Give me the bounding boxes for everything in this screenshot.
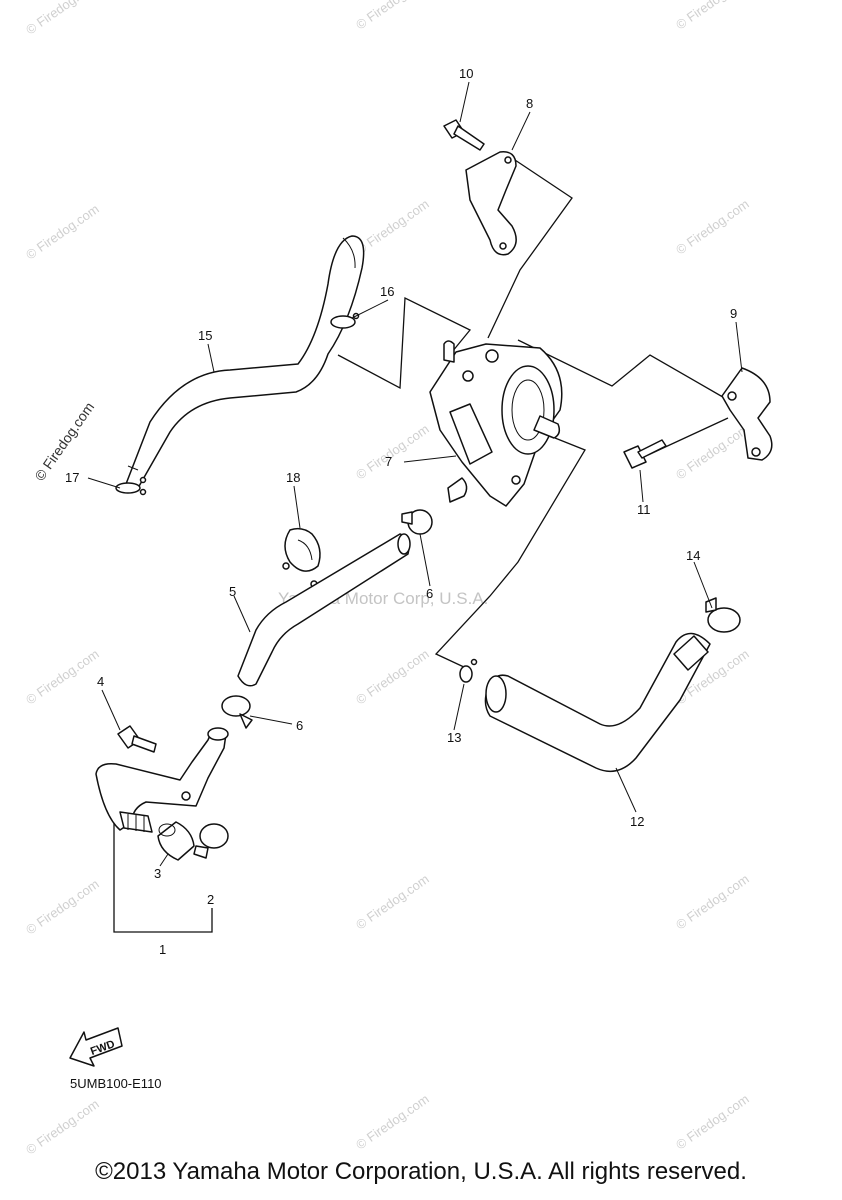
callout-11: 11 bbox=[637, 502, 651, 517]
watermark: © Firedog.com bbox=[353, 421, 432, 482]
part-13-clip[interactable] bbox=[459, 658, 478, 683]
watermark: © Firedog.com bbox=[353, 646, 432, 707]
watermark: © Firedog.com bbox=[23, 0, 102, 37]
callout-3: 3 bbox=[154, 866, 161, 881]
part-11-bolt[interactable] bbox=[623, 439, 667, 469]
callout-2: 2 bbox=[207, 892, 214, 907]
watermark: © Firedog.com bbox=[673, 421, 752, 482]
watermark: © Firedog.com bbox=[673, 0, 752, 32]
part-16-clamp[interactable] bbox=[330, 312, 360, 329]
part-12-hose[interactable] bbox=[484, 632, 711, 773]
watermark: © Firedog.com bbox=[353, 0, 432, 32]
callout-6-upper: 6 bbox=[426, 586, 433, 601]
part-18-clip[interactable] bbox=[282, 527, 321, 588]
watermark: © Firedog.com bbox=[673, 871, 752, 932]
watermark: © Firedog.com bbox=[23, 646, 102, 707]
assembly-lines bbox=[113, 159, 729, 933]
part-9-bracket[interactable] bbox=[721, 367, 773, 461]
part-17-clamp[interactable] bbox=[115, 476, 147, 496]
callout-12: 12 bbox=[630, 814, 644, 829]
callout-10: 10 bbox=[459, 66, 473, 81]
fwd-arrow-icon: FWD bbox=[69, 1027, 123, 1067]
part-1-pipe-assembly[interactable] bbox=[95, 727, 229, 833]
callout-18: 18 bbox=[286, 470, 300, 485]
callout-13: 13 bbox=[447, 730, 461, 745]
footer-copyright: ©2013 Yamaha Motor Corporation, U.S.A. A… bbox=[95, 1158, 747, 1185]
part-10-bolt[interactable] bbox=[443, 119, 485, 151]
callout-15: 15 bbox=[198, 328, 212, 343]
callout-14: 14 bbox=[686, 548, 700, 563]
part-6-clamp-upper[interactable] bbox=[401, 509, 433, 535]
part-7-valve[interactable] bbox=[429, 340, 563, 507]
watermark: © Firedog.com bbox=[673, 1091, 752, 1152]
callout-8: 8 bbox=[526, 96, 533, 111]
watermark: © Firedog.com bbox=[673, 196, 752, 257]
watermark: © Firedog.com bbox=[353, 1091, 432, 1152]
callout-4: 4 bbox=[97, 674, 104, 689]
watermark: © Firedog.com bbox=[23, 201, 102, 262]
callout-9: 9 bbox=[730, 306, 737, 321]
callout-1: 1 bbox=[159, 942, 166, 957]
part-14-clamp[interactable] bbox=[705, 597, 741, 633]
watermark: © Firedog.com bbox=[23, 1096, 102, 1157]
callout-16: 16 bbox=[380, 284, 394, 299]
part-3-collar[interactable] bbox=[157, 821, 195, 861]
watermark-layer: © Firedog.com © Firedog.com © Firedog.co… bbox=[23, 0, 752, 1157]
watermark: © Firedog.com bbox=[23, 876, 102, 937]
diagram-code: 5UMB100-E110 bbox=[70, 1076, 162, 1091]
part-5-hose[interactable] bbox=[237, 533, 411, 687]
callout-6-lower: 6 bbox=[296, 718, 303, 733]
callouts: 10 8 16 15 9 7 17 18 11 6 14 5 4 6 13 12… bbox=[65, 66, 737, 957]
leader-lines bbox=[87, 81, 743, 867]
callout-5: 5 bbox=[229, 584, 236, 599]
watermark: © Firedog.com bbox=[353, 871, 432, 932]
part-8-bracket[interactable] bbox=[465, 151, 517, 256]
watermark: © Firedog.com bbox=[353, 196, 432, 257]
part-4-bolt[interactable] bbox=[117, 725, 157, 753]
callout-7: 7 bbox=[385, 454, 392, 469]
callout-17: 17 bbox=[65, 470, 79, 485]
part-2-clamp[interactable] bbox=[193, 823, 229, 859]
part-15-hose[interactable] bbox=[125, 235, 365, 489]
part-6-clamp-lower[interactable] bbox=[221, 695, 253, 729]
